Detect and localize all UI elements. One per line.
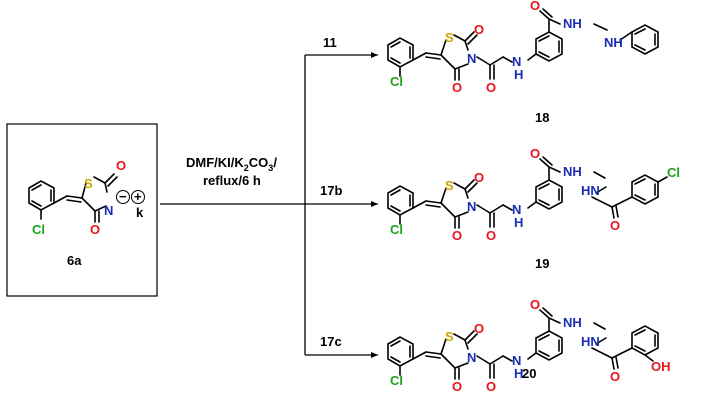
compound-label-19: 19 (535, 256, 549, 271)
compound-label-18: 18 (535, 110, 549, 125)
starting-material-box (6, 123, 158, 297)
atom-hn: HN (581, 334, 600, 349)
product-19: S O N O Cl O N H O NH HN O Cl 19 (387, 146, 680, 271)
atom-n: N (467, 350, 476, 365)
atom-n: N (467, 51, 476, 66)
reagent-label-17b: 17b (320, 183, 342, 198)
atom-n: N (467, 199, 476, 214)
atom-s: S (445, 178, 454, 193)
atom-cl: Cl (390, 74, 403, 89)
reagent-label-17c: 17c (320, 334, 342, 349)
plus-sign: + (134, 189, 142, 204)
reaction-arrows (160, 52, 378, 358)
atom-o: O (452, 80, 462, 95)
atom-oh: OH (651, 359, 671, 374)
atom-o: O (530, 146, 540, 161)
atom-o: O (474, 321, 484, 336)
atom-n: N (512, 353, 521, 368)
atom-hn: HN (581, 183, 600, 198)
atom-nh: NH (563, 16, 582, 31)
atom-o: O (486, 379, 496, 394)
atom-o: O (116, 158, 126, 173)
atom-o: O (486, 80, 496, 95)
reaction-conditions: DMF/KI/K2CO3/ reflux/6 h (186, 155, 277, 188)
atom-cl: Cl (667, 165, 680, 180)
atom-h: H (514, 67, 523, 82)
compound-label-20: 20 (522, 366, 536, 381)
atom-o: O (474, 170, 484, 185)
atom-o: O (474, 22, 484, 37)
atom-s: S (84, 176, 93, 191)
negative-charge (116, 190, 130, 204)
minus-sign: − (119, 189, 127, 204)
atom-n: N (512, 202, 521, 217)
potassium-label: k (136, 205, 144, 220)
atom-nh: NH (563, 315, 582, 330)
atom-o: O (486, 228, 496, 243)
atom-o: O (452, 379, 462, 394)
positive-charge (131, 190, 145, 204)
conditions-line1: DMF/KI/K2CO3/ (186, 155, 277, 173)
atom-h: H (514, 215, 523, 230)
atom-s: S (445, 30, 454, 45)
compound-label-6a: 6a (67, 253, 82, 268)
atom-o: O (452, 228, 462, 243)
atom-cl: Cl (390, 222, 403, 237)
atom-n: N (512, 54, 521, 69)
atom-o: O (610, 218, 620, 233)
atom-cl: Cl (32, 222, 45, 237)
atom-o: O (530, 0, 540, 13)
starting-material-6a: S O N − + k O Cl 6a (28, 158, 145, 268)
atom-n: N (104, 203, 113, 218)
atom-o: O (90, 222, 100, 237)
atom-o: O (530, 297, 540, 312)
atom-nh: NH (563, 164, 582, 179)
atom-s: S (445, 329, 454, 344)
conditions-line2: reflux/6 h (203, 173, 261, 188)
product-20: S O N O Cl O N H O NH HN O OH 20 (387, 297, 671, 394)
atom-nh: NH (604, 35, 623, 50)
atom-h: H (514, 366, 523, 381)
product-18: S O N O Cl O N H O NH NH 18 (387, 0, 659, 125)
reagent-label-11: 11 (323, 35, 337, 50)
atom-cl: Cl (390, 373, 403, 388)
atom-o: O (610, 369, 620, 384)
